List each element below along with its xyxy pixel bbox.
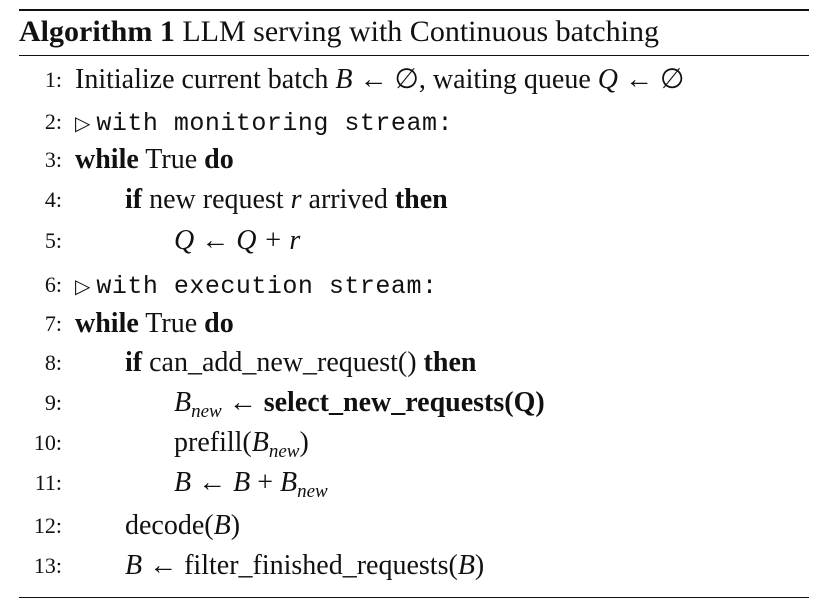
line-number: 7: xyxy=(44,311,62,336)
line-body: while True do xyxy=(75,144,234,175)
line-number: 2: xyxy=(44,109,62,134)
line-body: B ← filter_finished_requests(B) xyxy=(125,550,485,581)
comment-text: with monitoring stream: xyxy=(96,109,453,138)
line-body: while True do xyxy=(75,308,234,339)
line-number: 5: xyxy=(44,228,62,253)
line-body: ▷with monitoring stream: xyxy=(75,104,453,142)
caption-rule xyxy=(19,55,809,56)
line-number: 3: xyxy=(44,147,62,172)
bottom-rule xyxy=(19,597,809,598)
line-number: 13: xyxy=(33,553,62,578)
line-body: Bnew ← select_new_requests(Q) xyxy=(174,387,545,422)
top-rule xyxy=(19,9,809,11)
line-number: 6: xyxy=(44,272,62,297)
line-body: Q ← Q + r xyxy=(174,225,301,256)
line-number: 9: xyxy=(44,390,62,415)
comment-text: with execution stream: xyxy=(96,272,438,301)
line-body: if new request r arrived then xyxy=(125,184,448,215)
line-body: B ← B + Bnew xyxy=(174,467,328,502)
line-number: 8: xyxy=(44,350,62,375)
line-body: decode(B) xyxy=(125,510,241,541)
comment-triangle-icon: ▷ xyxy=(75,274,91,298)
line-body: prefill(Bnew) xyxy=(174,427,309,462)
algorithm-caption: Algorithm 1 LLM serving with Continuous … xyxy=(19,11,659,53)
line-number: 4: xyxy=(44,187,62,212)
line-number: 12: xyxy=(33,513,62,538)
line-number: 11: xyxy=(34,470,62,495)
algorithm-title: LLM serving with Continuous batching xyxy=(182,15,659,48)
comment-triangle-icon: ▷ xyxy=(75,111,91,135)
algorithm-label: Algorithm 1 xyxy=(19,15,175,48)
line-number: 10: xyxy=(33,430,62,455)
line-body: if can_add_new_request() then xyxy=(125,347,477,378)
line-number: 1: xyxy=(44,67,62,92)
line-body: Initialize current batch B ← ∅, waiting … xyxy=(75,64,685,95)
line-body: ▷with execution stream: xyxy=(75,267,437,305)
